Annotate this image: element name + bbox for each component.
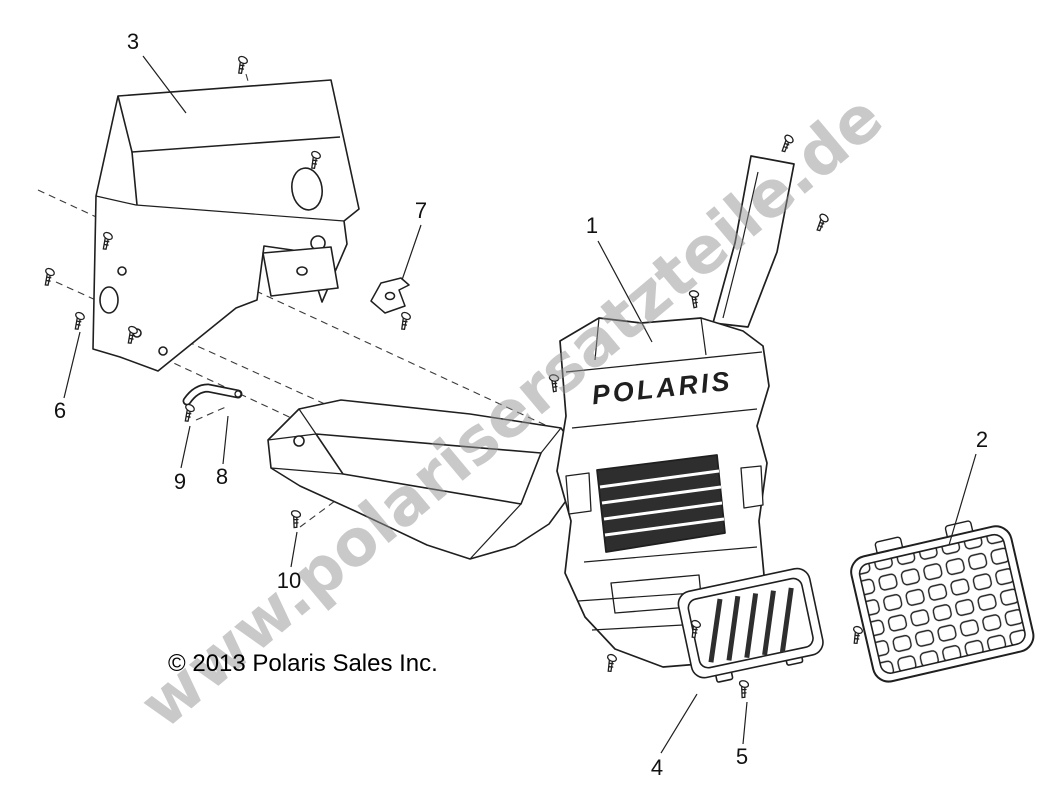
front-rack-frame bbox=[267, 399, 580, 560]
part-1-front-bumper-fascia: POLARIS bbox=[556, 155, 795, 668]
callout-7: 7 bbox=[414, 198, 428, 223]
part-4-lower-grille bbox=[677, 567, 824, 683]
callout-2: 2 bbox=[975, 427, 989, 452]
callout-4: 4 bbox=[650, 755, 664, 780]
callout-1: 1 bbox=[585, 213, 599, 238]
callout-3: 3 bbox=[126, 29, 140, 54]
callout-5: 5 bbox=[735, 744, 749, 769]
callout-10: 10 bbox=[276, 568, 302, 593]
part-2-grille-screen bbox=[850, 520, 1035, 683]
copyright-notice: © 2013 Polaris Sales Inc. bbox=[168, 650, 438, 677]
callout-9: 9 bbox=[173, 469, 187, 494]
callout-leader-lines bbox=[63, 55, 977, 754]
part-8-support-bracket bbox=[182, 383, 243, 406]
part-3-firewall-panel bbox=[92, 79, 360, 372]
callout-6: 6 bbox=[53, 398, 67, 423]
callout-8: 8 bbox=[215, 464, 229, 489]
part-7-bracket bbox=[370, 277, 410, 314]
